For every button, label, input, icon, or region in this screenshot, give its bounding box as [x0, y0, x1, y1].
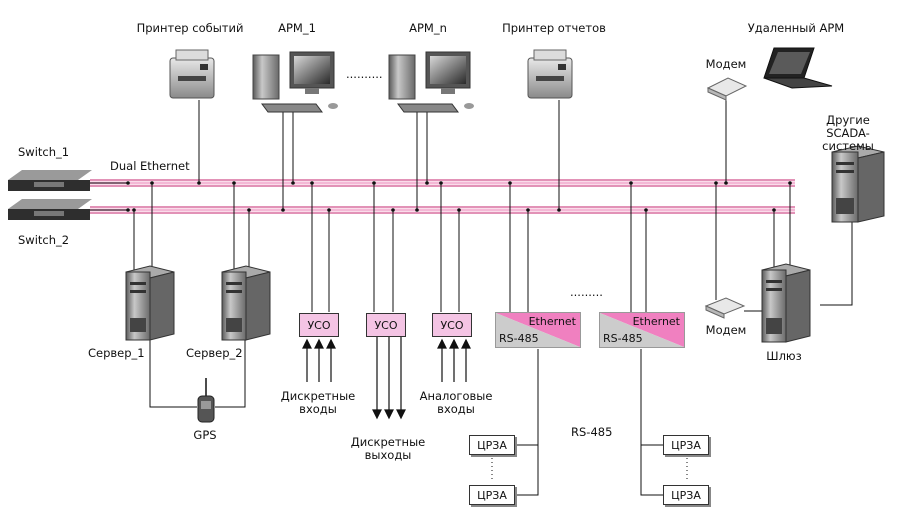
relay-box-3: ЦРЗА	[663, 435, 709, 455]
ethernet-rs485-converter-2: Ethernet RS-485	[599, 312, 685, 348]
converter-2-fill	[600, 313, 684, 347]
converter-2-ethernet-label: Ethernet	[632, 315, 680, 328]
modem-top-icon	[706, 77, 748, 101]
server-1-icon	[125, 265, 175, 341]
server-1-label: Сервер_1	[88, 346, 145, 360]
event-printer-icon	[169, 49, 215, 99]
modem-top-label: Модем	[705, 57, 747, 71]
server-2-label: Сервер_2	[186, 346, 243, 360]
arm-1-icon	[252, 51, 338, 113]
gateway-label: Шлюз	[766, 349, 802, 363]
uso-box-1: УСО	[299, 313, 339, 337]
arm-n-label: АРМ_n	[409, 21, 447, 35]
modem-bottom-icon	[704, 297, 746, 319]
discrete-inputs-arrows	[302, 338, 336, 382]
connection-wires	[133, 98, 853, 496]
gateway-server-icon	[761, 263, 811, 343]
arm-n-icon	[388, 51, 474, 113]
bus-line-2	[90, 206, 795, 214]
converter-1-fill	[496, 313, 580, 347]
ethernet-rs485-converter-1: Ethernet RS-485	[495, 312, 581, 348]
report-printer-icon	[527, 49, 573, 99]
dual-ethernet-bus	[90, 179, 795, 214]
event-printer-label: Принтер событий	[136, 21, 244, 35]
uso-box-3: УСО	[432, 313, 472, 337]
converter-1-ethernet-label: Ethernet	[528, 315, 576, 328]
gps-label: GPS	[193, 428, 217, 442]
other-scada-label: Другие SCADA-системы	[822, 113, 874, 153]
switch-2-icon	[8, 199, 128, 220]
uso-box-2: УСО	[366, 313, 406, 337]
converter-2-rs485-label: RS-485	[603, 332, 643, 345]
arm-1-label: АРМ_1	[278, 21, 316, 35]
discrete-inputs-label: Дискретные входы	[280, 389, 356, 416]
converter-dots: .........	[570, 285, 603, 299]
scada-server-icon	[831, 145, 885, 223]
switch-1-icon	[8, 170, 128, 191]
discrete-outputs-arrows	[372, 337, 406, 420]
analog-inputs-label: Аналоговые входы	[419, 389, 493, 416]
remote-arm-label: Удаленный АРМ	[747, 21, 845, 35]
relay-ellipsis-lines	[491, 458, 688, 482]
arm-dots: ..........	[346, 67, 383, 81]
remote-laptop-icon	[763, 47, 833, 89]
rs485-label: RS-485	[571, 425, 613, 439]
report-printer-label: Принтер отчетов	[502, 21, 606, 35]
switch-2-label: Switch_2	[18, 233, 70, 247]
relay-box-4: ЦРЗА	[663, 485, 709, 505]
relay-box-1: ЦРЗА	[469, 435, 515, 455]
modem-bottom-label: Модем	[705, 323, 747, 337]
switch-1-label: Switch_1	[18, 145, 70, 159]
converter-1-rs485-label: RS-485	[499, 332, 539, 345]
gps-receiver-icon	[197, 378, 215, 423]
bus-taps	[126, 181, 792, 212]
dual-ethernet-label: Dual Ethernet	[110, 159, 190, 173]
server-2-icon	[221, 265, 271, 341]
analog-inputs-arrows	[437, 338, 471, 382]
discrete-outputs-label: Дискретные выходы	[350, 435, 426, 462]
relay-box-2: ЦРЗА	[469, 485, 515, 505]
